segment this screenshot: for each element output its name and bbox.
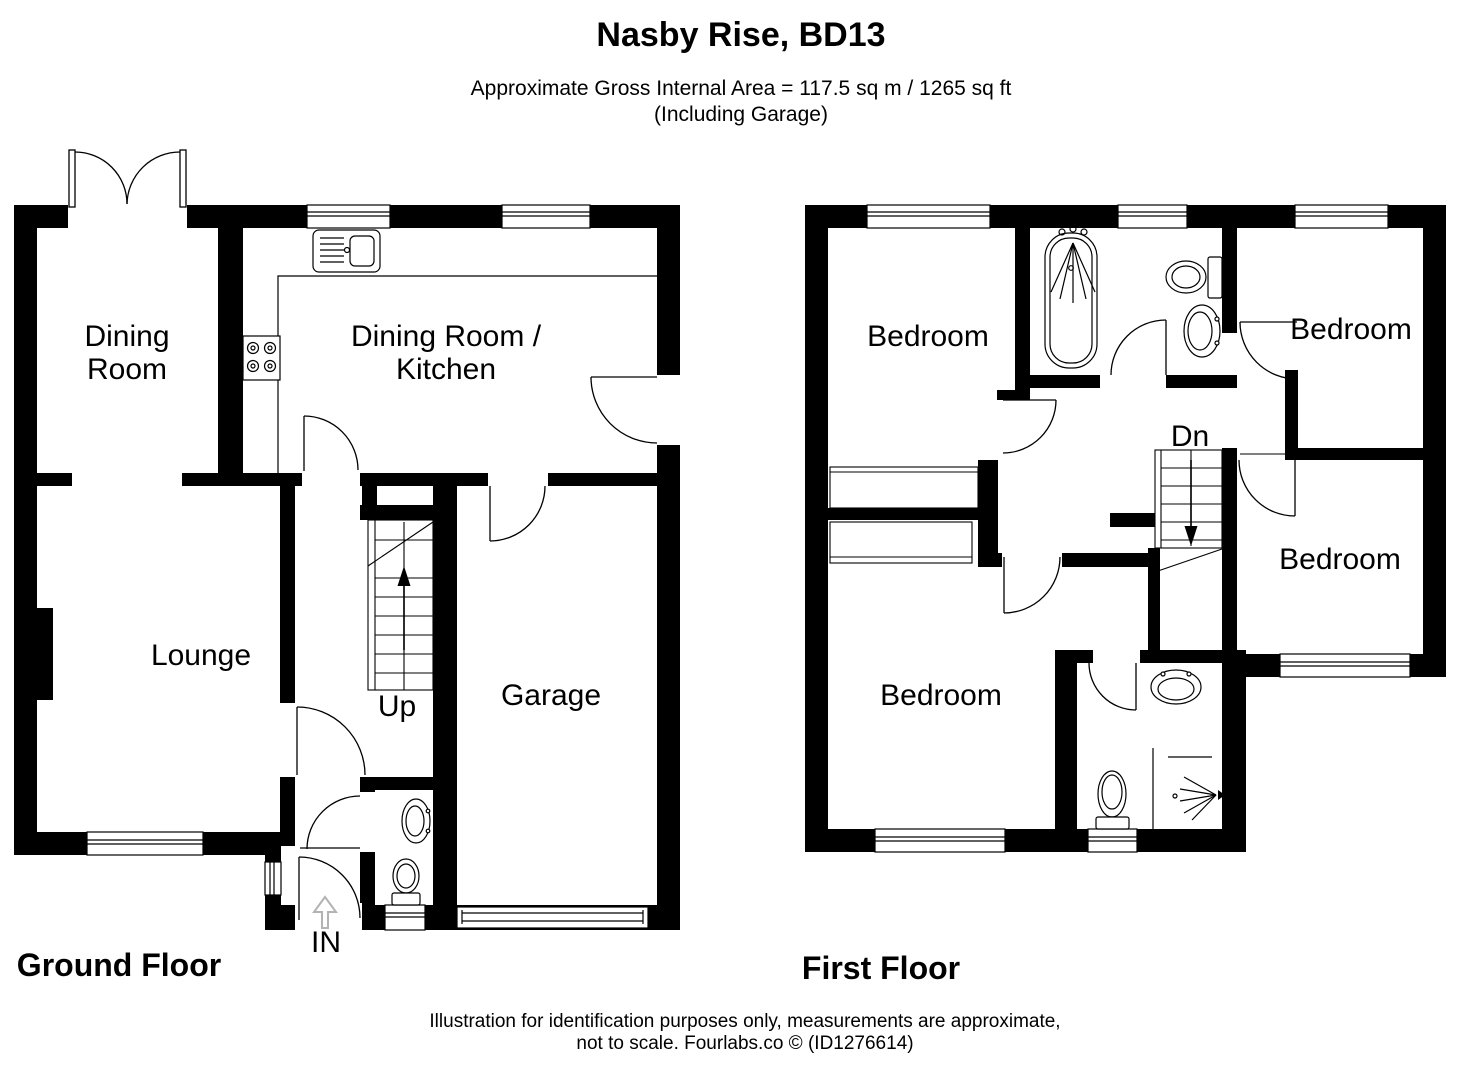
kitchen-fixtures (242, 229, 657, 473)
stairs-down (1154, 449, 1223, 573)
first-floor-plan: Bedroom Bedroom Bedroom Bedroom Dn (805, 204, 1446, 853)
bathroom-toilet-icon (1165, 256, 1223, 299)
ground-floor-openings (68, 203, 682, 932)
porch-side-window (264, 861, 282, 896)
footer-line1: Illustration for identification purposes… (429, 1011, 1060, 1032)
stairs-up-label: Up (378, 690, 416, 723)
kitchen-window-1 (306, 204, 391, 229)
shower-enclosure-icon (1152, 748, 1225, 830)
wc-window (384, 904, 426, 931)
bed1-window (866, 204, 991, 229)
bathroom-door (1110, 319, 1167, 376)
bedroom-mid-right-label: Bedroom (1279, 543, 1401, 576)
french-doors (68, 149, 187, 208)
kitchen-counter (277, 275, 657, 473)
kitchen-hall-door (303, 415, 359, 471)
dining-room-label-line1: Dining (84, 320, 169, 353)
cupboard-upper (829, 466, 979, 509)
wc-door (300, 795, 361, 850)
entrance-in-label: IN (311, 926, 341, 959)
shower-over-bath-spray (1050, 242, 1096, 303)
ground-floor-windows (86, 204, 649, 931)
shower-room-window (1087, 828, 1138, 853)
kitchen-label-line1: Dining Room / (351, 320, 542, 353)
lounge-window (86, 831, 204, 856)
bathroom-basin-icon (1183, 304, 1221, 358)
stairs-down-label: Dn (1171, 420, 1209, 453)
bed4-window (1279, 653, 1411, 678)
bath-icon (1044, 225, 1098, 369)
landing-cupboards (829, 466, 979, 564)
shower-toilet-icon (1095, 770, 1130, 830)
cupboard-lower (829, 521, 973, 564)
bathroom-window (1117, 204, 1188, 229)
shower-room-fixtures (1095, 669, 1225, 830)
first-floor-title: First Floor (802, 950, 960, 986)
kitchen-label-line2: Kitchen (396, 353, 496, 386)
shower-room-door (1088, 662, 1137, 711)
ground-floor-walls (14, 205, 680, 930)
bed4-door (1238, 453, 1296, 517)
page-title: Nasby Rise, BD13 (596, 16, 885, 54)
back-door (590, 376, 658, 444)
kitchen-garage-door (489, 485, 546, 542)
garage-label: Garage (501, 679, 601, 712)
bedroom-top-left-label: Bedroom (867, 320, 989, 353)
ground-floor-plan: Dining Room Dining Room / Kitchen Lounge… (14, 149, 682, 959)
down-arrow-icon (1184, 460, 1198, 546)
garage-door (456, 906, 649, 929)
lounge-door (296, 706, 366, 776)
bed3-window (874, 828, 1006, 853)
bed3-door (1003, 556, 1061, 614)
lounge-label: Lounge (151, 639, 251, 672)
wc-toilet-icon (391, 858, 421, 906)
bed1-door (1002, 399, 1057, 454)
kitchen-window-2 (501, 204, 591, 229)
footer-line2: not to scale. Fourlabs.co © (ID1276614) (576, 1033, 913, 1054)
shower-basin-icon (1150, 669, 1202, 705)
dining-room-label-line2: Room (87, 353, 167, 386)
bathroom-fixtures (1044, 225, 1223, 369)
bed2-door (1239, 321, 1298, 380)
up-arrow-icon (397, 566, 411, 650)
bed2-window (1294, 204, 1389, 229)
wc-basin-icon (401, 798, 431, 844)
wc-fixtures (391, 798, 431, 906)
sink-icon (312, 229, 381, 273)
bedroom-bottom-left-label: Bedroom (880, 679, 1002, 712)
bedroom-top-right-label: Bedroom (1290, 313, 1412, 346)
first-floor-windows (866, 204, 1411, 853)
ground-floor-doors (68, 149, 658, 920)
stairs-up (367, 519, 434, 691)
area-line1: Approximate Gross Internal Area = 117.5 … (471, 77, 1012, 100)
hob-icon (242, 335, 281, 381)
front-door (298, 856, 361, 920)
area-line2: (Including Garage) (654, 103, 828, 126)
ground-floor-title: Ground Floor (17, 947, 221, 983)
first-floor-doors (1002, 319, 1298, 711)
entrance-arrow-icon (312, 895, 338, 929)
